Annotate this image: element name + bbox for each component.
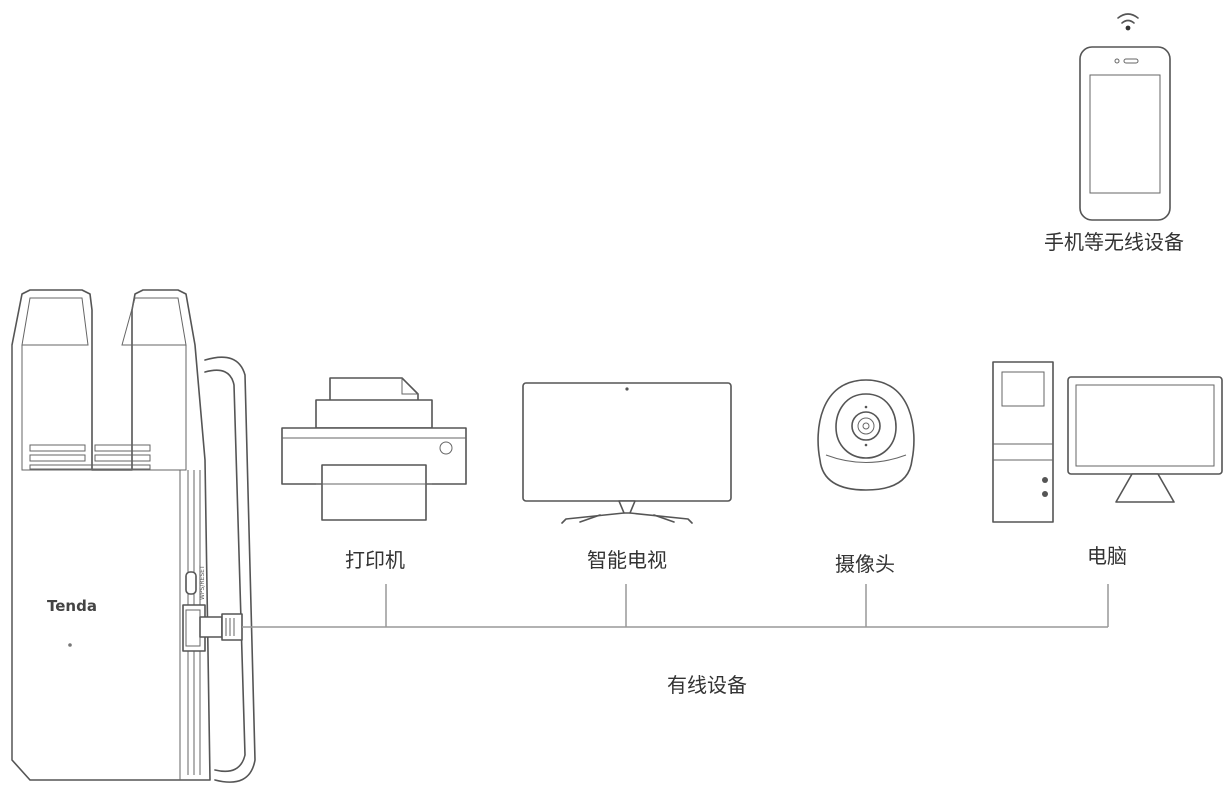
router-port-label: WPS/RESET: [199, 565, 206, 600]
smart-tv-label: 智能电视: [587, 548, 667, 572]
printer-icon: [281, 377, 467, 521]
wps-button: [185, 571, 197, 595]
wireless-devices-label: 手机等无线设备: [1044, 230, 1184, 254]
wifi-icon: [1117, 13, 1139, 31]
router-device: [11, 289, 211, 781]
camera-label: 摄像头: [835, 552, 895, 576]
power-cable: [204, 356, 256, 783]
router-brand: Tenda: [47, 597, 97, 615]
smart-tv-icon: [522, 382, 732, 524]
printer-label: 打印机: [345, 548, 405, 572]
ethernet-plug: [199, 613, 243, 641]
wired-bus: [242, 584, 1109, 628]
computer-icon: [992, 361, 1223, 523]
wired-devices-label: 有线设备: [667, 673, 747, 697]
computer-label: 电脑: [1087, 544, 1127, 568]
camera-icon: [817, 379, 915, 491]
led-indicator: [68, 643, 72, 647]
phone-icon: [1079, 46, 1171, 221]
